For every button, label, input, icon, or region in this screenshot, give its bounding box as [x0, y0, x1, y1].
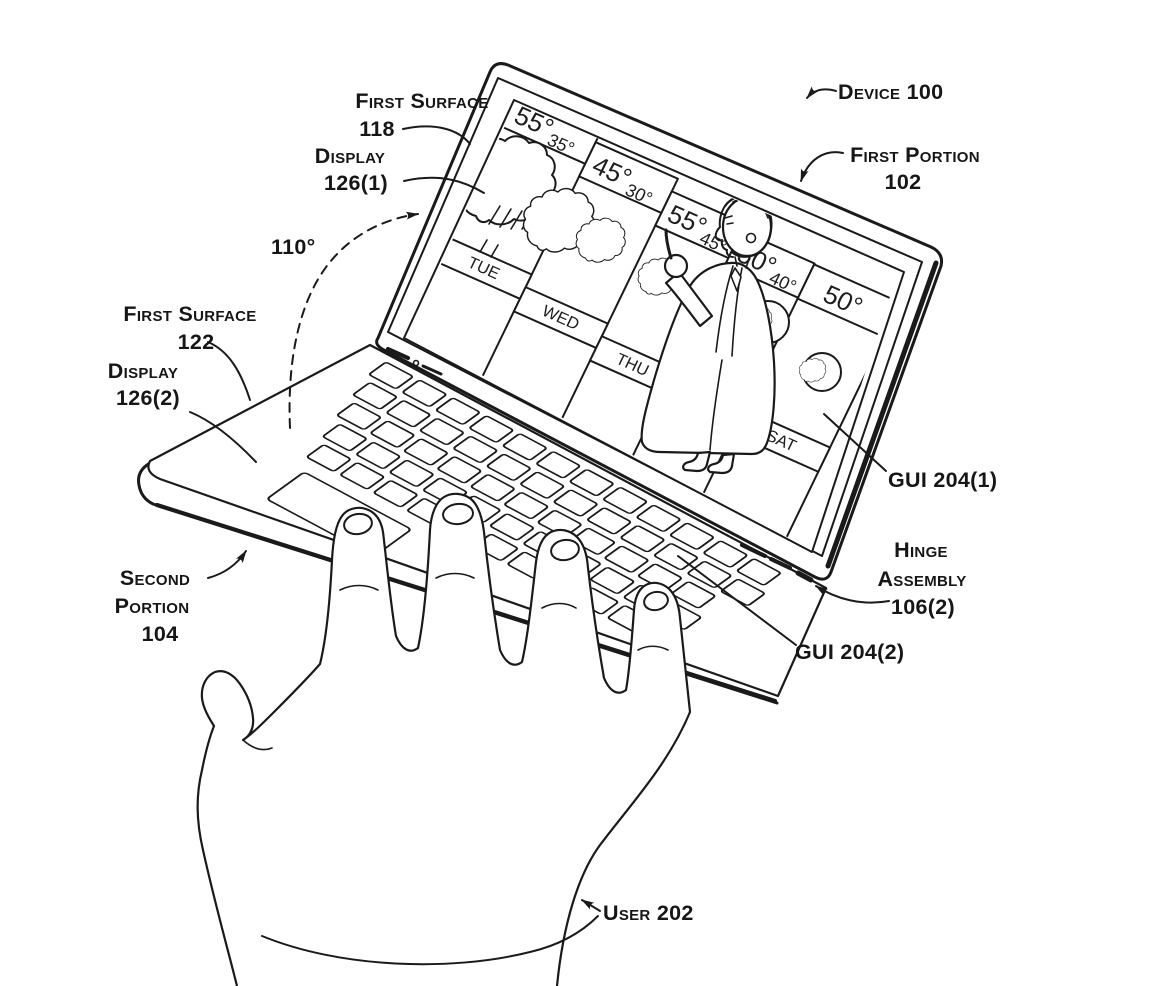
label-first-portion-102-num: 102	[885, 170, 922, 194]
label-display-126-1-num: 126(1)	[324, 171, 388, 195]
arrow-second-portion-104	[208, 551, 246, 578]
label-gui-204-1: GUI 204(1)	[888, 468, 997, 492]
label-display-126-1: Display	[315, 144, 385, 168]
label-first-surface-122-num: 122	[178, 330, 215, 354]
label-user-202: User 202	[603, 901, 694, 925]
label-first-surface-118-num: 118	[359, 117, 395, 141]
cloud-icon	[799, 358, 826, 382]
label-hinge-assembly-l2: Assembly	[877, 567, 966, 591]
label-second-portion-104-num: 104	[142, 622, 179, 646]
label-hinge-assembly-num: 106(2)	[891, 595, 955, 619]
arrow-user-202	[582, 900, 600, 911]
label-second-portion-104: Second	[120, 566, 190, 590]
label-first-portion-102: First Portion	[850, 143, 980, 167]
presenter-hand	[665, 255, 687, 277]
label-first-surface-122: First Surface	[123, 302, 256, 326]
label-display-126-2-num: 126(2)	[116, 386, 180, 410]
label-angle-110: 110°	[271, 235, 315, 259]
label-device-100: Device 100	[838, 80, 943, 104]
label-second-portion-104-l2: Portion	[115, 594, 190, 618]
cloud-icon	[576, 218, 625, 262]
label-hinge-assembly: Hinge	[894, 538, 948, 562]
label-display-126-2: Display	[108, 359, 178, 383]
label-first-surface-118: First Surface	[355, 89, 488, 113]
arrow-first-portion-102	[801, 152, 843, 181]
arrow-device-100	[807, 89, 836, 98]
label-gui-204-2: GUI 204(2)	[795, 640, 904, 664]
